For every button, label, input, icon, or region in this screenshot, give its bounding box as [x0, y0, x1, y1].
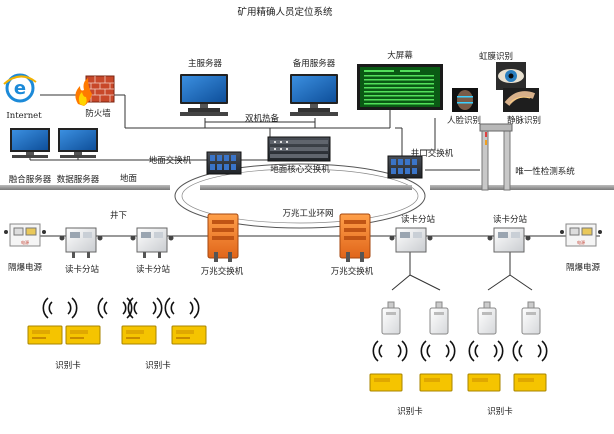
industrial-ring [174, 163, 426, 229]
main-server-icon [180, 74, 228, 116]
id-cards-left [27, 325, 207, 345]
vein-label: 静脉识别 [507, 115, 541, 126]
power-left-label: 隔爆电源 [8, 262, 43, 273]
power-right-icon: 电源 [560, 223, 602, 247]
power-right-plate: 电源 [577, 239, 585, 245]
uniqueness-label: 唯一性检测系统 [515, 166, 575, 177]
ring-switch-left-icon [207, 213, 239, 262]
signal-icons-right [372, 340, 548, 362]
core-switch-label: 地面核心交换机 [270, 164, 330, 175]
iris-icon [496, 62, 526, 90]
power-left-icon: 电源 [4, 223, 46, 247]
internet-label: Internet [6, 111, 42, 121]
reader-right2-label: 读卡分站 [493, 214, 528, 225]
power-right-label: 隔爆电源 [566, 262, 601, 273]
ground-switch-label: 地面交换机 [149, 155, 192, 166]
ground-level-bar-left [0, 185, 170, 190]
fusion-server-label: 融合服务器 [9, 174, 52, 185]
power-left-plate: 电源 [21, 239, 29, 245]
face-icon [452, 88, 478, 112]
main-server-label: 主服务器 [188, 58, 223, 69]
ring-switch-right-label: 万兆交换机 [331, 266, 374, 277]
reader-left1-label: 读卡分站 [65, 264, 100, 275]
wellhead-switch-icon [387, 155, 423, 179]
diagram-title: 矿用精确人员定位系统 [237, 6, 333, 18]
face-label: 人脸识别 [447, 115, 481, 126]
ie-logo: e [14, 78, 26, 99]
core-switch-icon [267, 136, 331, 162]
big-screen-label: 大屏幕 [387, 50, 413, 61]
fusion-server-icon [10, 128, 50, 158]
ring-label: 万兆工业环网 [282, 208, 333, 219]
data-server-label: 数据服务器 [57, 174, 100, 185]
internet-icon: e [3, 73, 37, 103]
ground-label: 地面 [120, 173, 138, 184]
signal-icons-left [42, 297, 200, 319]
ring-switch-left-label: 万兆交换机 [201, 266, 244, 277]
backup-server-label: 备用服务器 [293, 58, 336, 69]
iris-label: 虹膜识别 [479, 51, 513, 62]
reader-right2-icon [487, 227, 531, 253]
reader-right1-icon [389, 227, 433, 253]
cards-right1-label: 识别卡 [397, 406, 423, 417]
ground-level-bar-mid [200, 185, 412, 190]
hot-standby-label: 双机热备 [245, 113, 280, 124]
reader-left2-label: 读卡分站 [136, 264, 171, 275]
reader-left2-icon [130, 227, 174, 258]
detection-gate-icon [479, 123, 513, 191]
cards-left1-label: 识别卡 [55, 360, 81, 371]
reader-left1-icon [59, 227, 103, 258]
ground-level-bar-right [430, 185, 614, 190]
antenna-tags-right [381, 301, 541, 335]
firewall-label: 防火墙 [85, 108, 111, 119]
industrial-ring-inner [181, 168, 419, 224]
big-screen-icon [357, 64, 443, 110]
connection-lines [20, 94, 600, 291]
cards-right2-label: 识别卡 [487, 406, 513, 417]
firewall-icon [75, 75, 115, 106]
id-cards-right [369, 373, 547, 392]
underground-label: 井下 [110, 210, 128, 221]
vein-icon [503, 88, 539, 112]
backup-server-icon [290, 74, 338, 116]
ground-switch-icon [206, 151, 242, 175]
reader-right1-label: 读卡分站 [401, 214, 436, 225]
ring-switch-right-icon [339, 213, 371, 262]
wellhead-switch-label: 井口交换机 [411, 148, 454, 159]
data-server-icon [58, 128, 98, 158]
cards-left2-label: 识别卡 [145, 360, 171, 371]
